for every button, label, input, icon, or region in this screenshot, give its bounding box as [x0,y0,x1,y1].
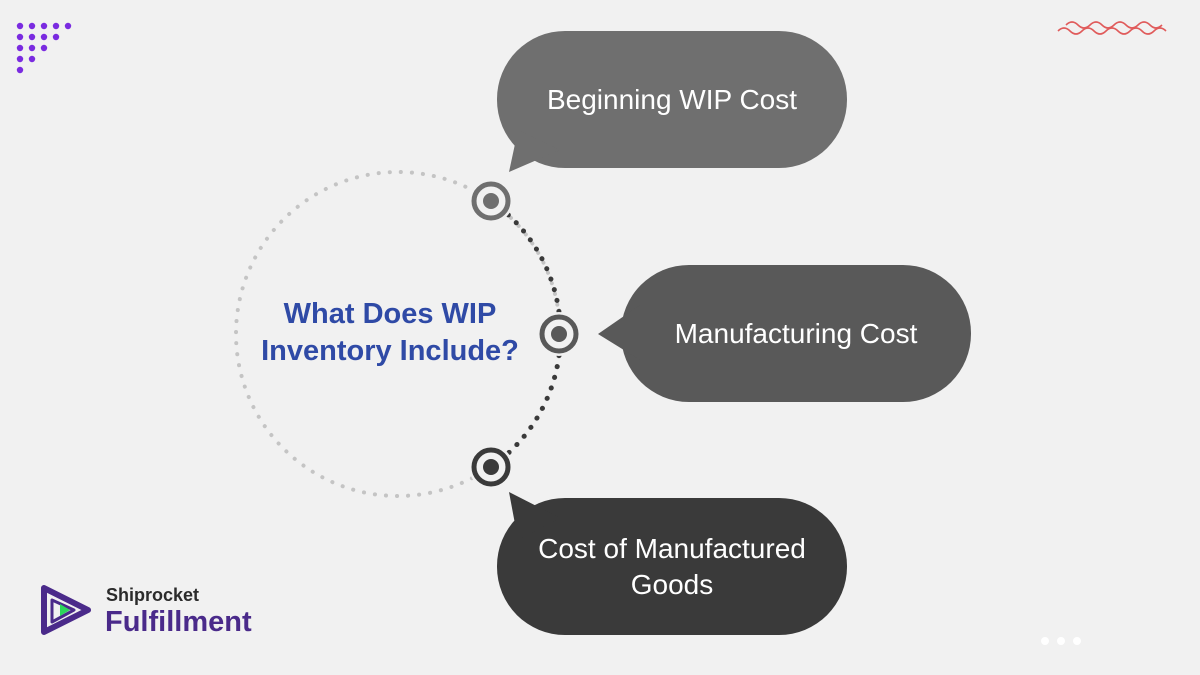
bubble-label-cost-manufactured: Cost of Manufactured Goods [497,498,847,635]
diagram-title: What Does WIP Inventory Include? [230,296,550,370]
red-wave-decoration [1057,21,1167,35]
bubble-cost-manufactured [497,492,847,635]
item-label-line-2: Goods [630,568,714,600]
item-label-line-1: Cost of Manufactured [538,532,806,564]
logo-text-top: Shiprocket [106,585,200,605]
target-marker-1 [469,179,513,223]
play-icon [41,585,91,635]
title-line-2: Inventory Include? [261,335,519,367]
bubble-manufacturing [598,265,971,402]
item-label: Beginning WIP Cost [546,83,798,115]
shiprocket-fulfillment-logo: Shiprocket Fulfillment [36,578,266,642]
item-label: Manufacturing Cost [674,317,918,349]
three-dots-decoration [1041,637,1081,645]
target-marker-3 [469,445,513,489]
purple-dots-decoration [16,22,72,74]
bubble-label-beginning-wip: Beginning WIP Cost [497,31,847,168]
bubble-label-manufacturing: Manufacturing Cost [621,265,971,402]
bubble-beginning-wip [497,31,847,172]
logo-text-bottom: Fulfillment [105,606,252,638]
target-marker-2 [537,312,581,356]
title-line-1: What Does WIP [283,298,497,330]
